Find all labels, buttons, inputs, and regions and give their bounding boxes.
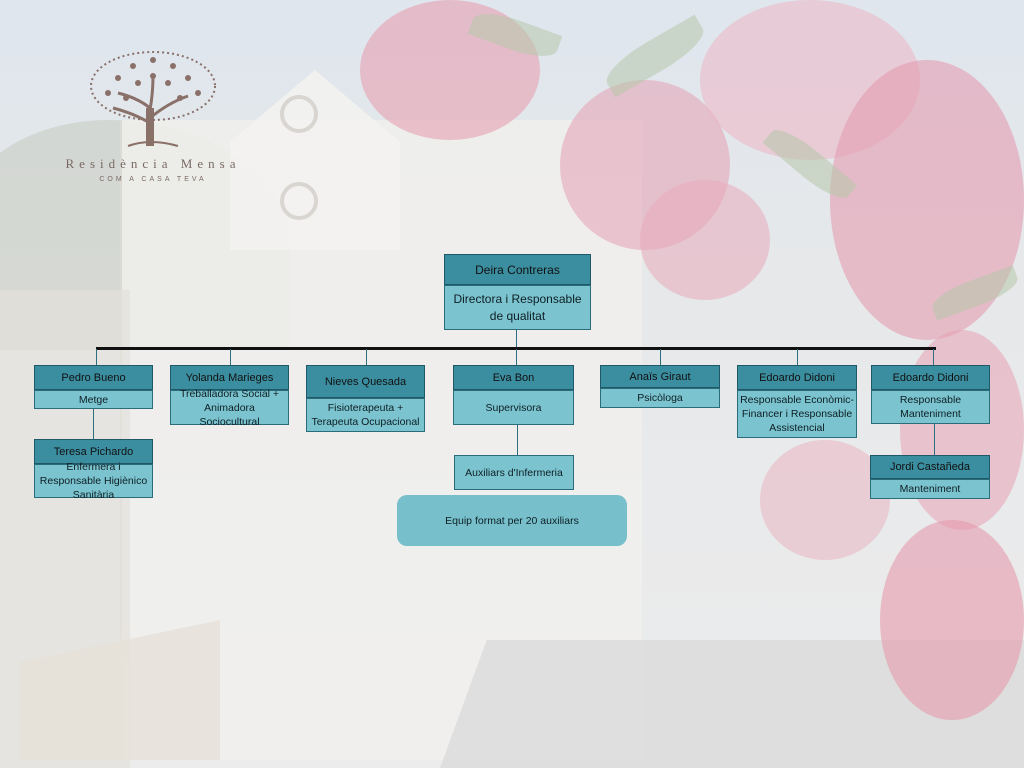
staff-name: Edoardo Didoni xyxy=(892,371,969,384)
connector-drop xyxy=(366,349,367,365)
staff-name-box: Edoardo Didoni xyxy=(737,365,857,390)
logo-tagline: COM A CASA TEVA xyxy=(99,176,207,183)
maintenance-role-box: Manteniment xyxy=(870,479,990,499)
staff-name-box: Edoardo Didoni xyxy=(871,365,990,390)
staff-role-box: Fisioterapeuta + Terapeuta Ocupacional xyxy=(306,398,425,432)
staff-role: Metge xyxy=(78,393,109,406)
staff-role: Psicòloga xyxy=(637,392,683,404)
staff-role: Fisioterapeuta + Terapeuta Ocupacional xyxy=(311,402,420,428)
director-name: Deira Contreras xyxy=(475,262,560,277)
staff-role: Responsable Manteniment xyxy=(899,394,962,420)
connector-nurse xyxy=(93,409,94,439)
staff-role: Supervisora xyxy=(485,401,542,414)
staff-role-box: Treballadora Social + Animadora Sociocul… xyxy=(170,388,289,428)
nurse-role-box: Enfermera i Responsable Higiènico Sanità… xyxy=(34,461,153,501)
staff-role-box: Responsable Econòmic-Financer i Responsa… xyxy=(737,390,857,438)
staff-name-box: Yolanda Marieges xyxy=(170,365,289,390)
tree-icon xyxy=(90,51,216,147)
nurse-name: Teresa Pichardo xyxy=(53,445,134,458)
auxiliaries-box: Auxiliars d'Infermeria xyxy=(454,455,574,490)
staff-name-box: Eva Bon xyxy=(453,365,574,390)
director-role: Directora i Responsable de qualitat xyxy=(453,291,582,323)
auxiliaries-note-text: Equip format per 20 auxiliars xyxy=(445,514,579,527)
staff-name: Anaïs Giraut xyxy=(629,370,691,383)
connector-director xyxy=(516,330,517,349)
director-role-box: Directora i Responsable de qualitat xyxy=(444,285,591,330)
nurse-name-box: Teresa Pichardo xyxy=(34,439,153,464)
logo-name: Residència Mensa xyxy=(65,156,241,171)
staff-name: Yolanda Marieges xyxy=(185,371,274,384)
connector-drop xyxy=(516,349,517,365)
auxiliaries-label: Auxiliars d'Infermeria xyxy=(465,466,563,479)
nurse-role: Enfermera i Responsable Higiènico Sanità… xyxy=(39,461,148,501)
staff-role: Treballadora Social + Animadora Sociocul… xyxy=(179,387,280,428)
staff-name: Edoardo Didoni xyxy=(759,371,835,384)
auxiliaries-note: Equip format per 20 auxiliars xyxy=(397,495,627,546)
maintenance-role: Manteniment xyxy=(899,483,961,495)
connector-drop xyxy=(96,349,97,365)
director-name-box: Deira Contreras xyxy=(444,254,591,285)
staff-role: Responsable Econòmic-Financer i Responsa… xyxy=(740,394,854,434)
staff-role-box: Responsable Manteniment xyxy=(871,390,990,424)
maintenance-name: Jordi Castañeda xyxy=(889,461,971,473)
staff-role-box: Metge xyxy=(34,390,153,409)
connector-drop xyxy=(230,349,231,365)
connector-auxiliaries xyxy=(517,425,518,455)
staff-name-box: Pedro Bueno xyxy=(34,365,153,390)
staff-name-box: Anaïs Giraut xyxy=(600,365,720,388)
staff-role-box: Psicòloga xyxy=(600,388,720,408)
connector-bus xyxy=(96,347,936,350)
staff-name: Nieves Quesada xyxy=(324,375,407,388)
connector-drop xyxy=(797,349,798,365)
connector-drop xyxy=(933,349,934,365)
staff-name: Eva Bon xyxy=(492,371,535,384)
staff-name-box: Nieves Quesada xyxy=(306,365,425,398)
connector-maintenance xyxy=(934,424,935,455)
staff-role-box: Supervisora xyxy=(453,390,574,425)
maintenance-name-box: Jordi Castañeda xyxy=(870,455,990,479)
connector-drop xyxy=(660,349,661,365)
logo: Residència Mensa COM A CASA TEVA xyxy=(58,48,248,183)
staff-name: Pedro Bueno xyxy=(61,371,126,384)
